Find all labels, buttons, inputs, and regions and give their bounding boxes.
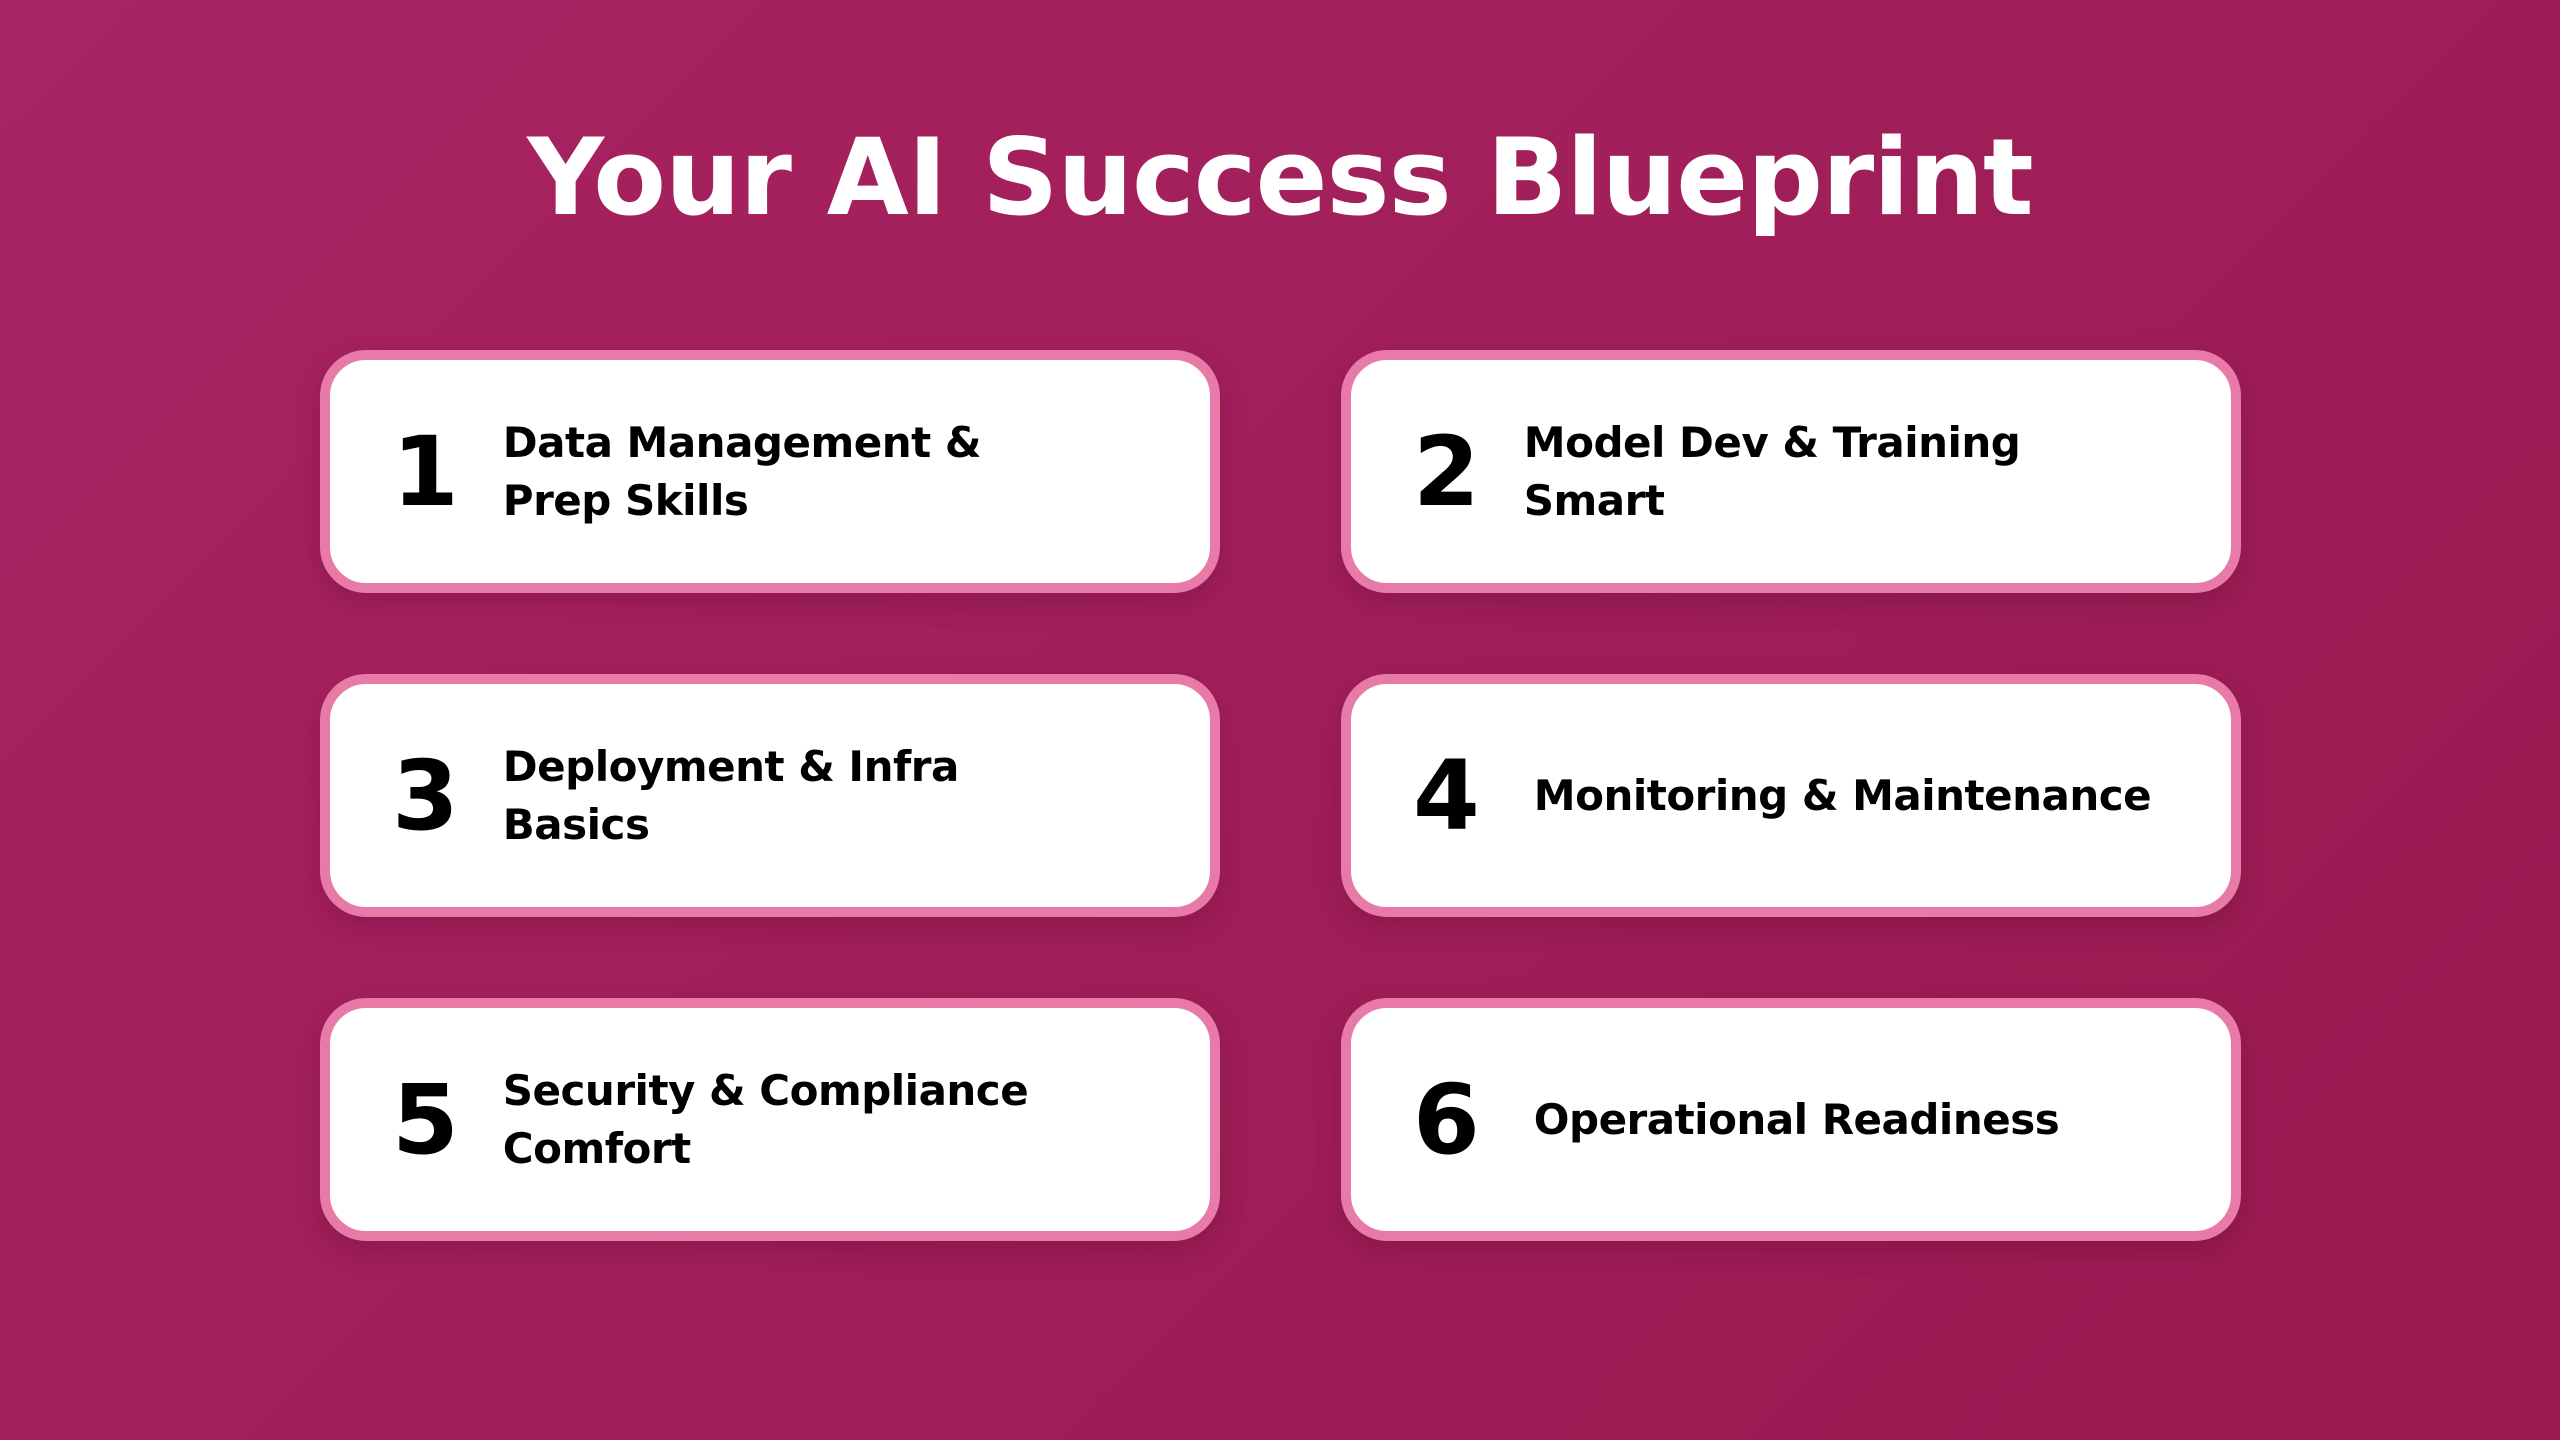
step-label: Operational Readiness bbox=[1533, 1094, 2060, 1144]
step-number: 3 bbox=[392, 739, 459, 852]
step-card-4: 4 Monitoring & Maintenance bbox=[1341, 674, 2241, 917]
step-number: 2 bbox=[1413, 415, 1480, 528]
step-label: Model Dev & Training Smart bbox=[1523, 417, 2021, 525]
step-card-2: 2 Model Dev & Training Smart bbox=[1341, 350, 2241, 593]
page-title: Your AI Success Blueprint bbox=[527, 116, 2033, 239]
step-card-6: 6 Operational Readiness bbox=[1341, 998, 2241, 1241]
step-card-3: 3 Deployment & Infra Basics bbox=[320, 674, 1220, 917]
step-label: Data Management & Prep Skills bbox=[502, 417, 982, 525]
step-number: 4 bbox=[1413, 739, 1480, 852]
step-card-5: 5 Security & Compliance Comfort bbox=[320, 998, 1220, 1241]
step-number: 1 bbox=[392, 415, 459, 528]
step-number: 5 bbox=[392, 1063, 459, 1176]
step-card-1: 1 Data Management & Prep Skills bbox=[320, 350, 1220, 593]
step-label: Deployment & Infra Basics bbox=[502, 741, 960, 849]
step-label: Security & Compliance Comfort bbox=[502, 1065, 1029, 1173]
step-label: Monitoring & Maintenance bbox=[1533, 770, 2152, 820]
step-number: 6 bbox=[1413, 1063, 1480, 1176]
